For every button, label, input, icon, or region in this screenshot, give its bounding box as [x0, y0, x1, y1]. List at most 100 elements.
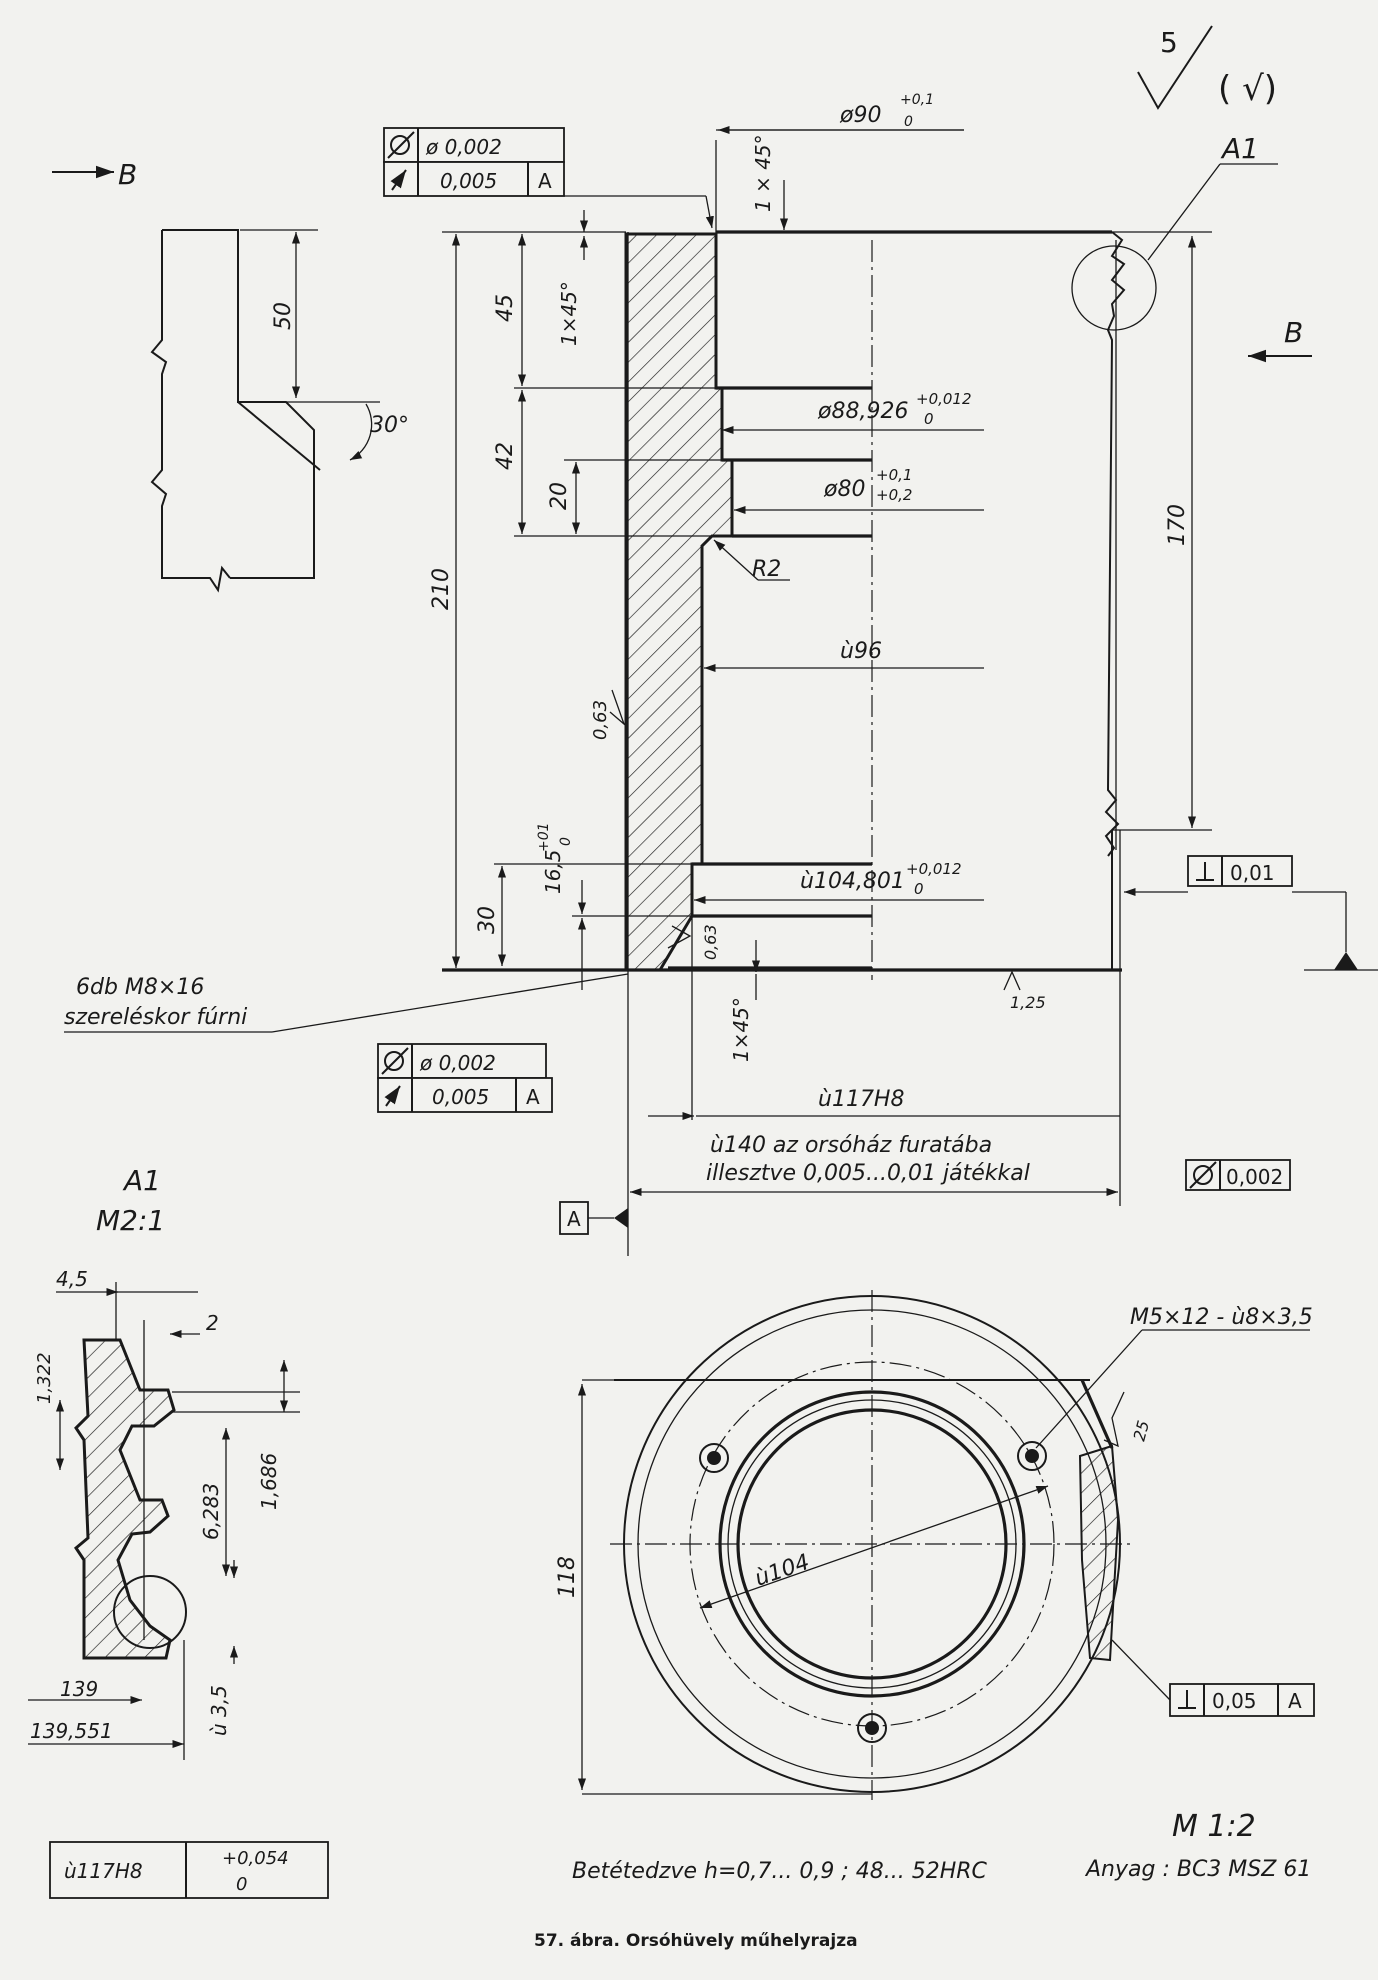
- surface-roughness-symbol: 5 ( √): [1137, 25, 1277, 110]
- svg-text:0: 0: [914, 880, 924, 898]
- detail-dim-2: 2: [206, 1311, 219, 1335]
- detail-dim-4-5: 4,5: [56, 1267, 88, 1291]
- dim-chamfer-left: 1×45°: [557, 281, 581, 346]
- svg-text:0,63: 0,63: [590, 700, 611, 740]
- svg-text:+0,2: +0,2: [876, 486, 912, 504]
- material-note: Anyag : BC3 MSZ 61: [1084, 1857, 1311, 1882]
- figure-caption: 57. ábra. Orsóhüvely műhelyrajza: [534, 1931, 858, 1951]
- svg-text:B: B: [1284, 316, 1303, 349]
- svg-text:A: A: [567, 1207, 581, 1231]
- dim-d104: ù104,801: [800, 869, 905, 894]
- svg-text:0,002: 0,002: [1226, 1165, 1283, 1189]
- dim-d140-line2: illesztve 0,005...0,01 játékkal: [706, 1161, 1030, 1186]
- detail-title: A1: [122, 1164, 161, 1197]
- svg-text:0: 0: [236, 1874, 247, 1895]
- svg-text:0,63: 0,63: [701, 924, 720, 960]
- vertical-dimensions: 210 45 42 20 30 16,5 +01 0 1×45° 170 1 ×…: [429, 134, 1197, 1062]
- svg-text:0,01: 0,01: [1230, 861, 1275, 885]
- dim-d90: ø90: [839, 103, 881, 128]
- svg-text:A: A: [526, 1085, 540, 1109]
- detail-dim-d3-5: ù 3,5: [207, 1685, 231, 1736]
- roughness-other-label: ( √): [1218, 69, 1277, 109]
- perpendicularity-icon: [1196, 862, 1214, 881]
- detail-dim-1-686: 1,686: [257, 1453, 281, 1510]
- dim-16-5: 16,5: [541, 849, 565, 894]
- cylindricity-icon: [381, 1047, 409, 1075]
- end-view: ù104 118 M5×12 - ù8×3,5 25 0,05 A: [555, 1290, 1315, 1800]
- svg-text:+0,1: +0,1: [876, 466, 912, 484]
- dim-20: 20: [547, 482, 572, 510]
- flat-hatch: [1078, 1444, 1120, 1662]
- runout-icon: [390, 169, 407, 191]
- dim-chamfer-top: 1 × 45°: [751, 134, 775, 212]
- view-dim-118: 118: [555, 1556, 580, 1598]
- svg-text:+0,1: +0,1: [900, 92, 934, 108]
- wall-section-hatch: [624, 232, 734, 972]
- tolerance-frame-perpendicular: 0,01: [1124, 855, 1347, 952]
- svg-text:+0,054: +0,054: [222, 1848, 289, 1869]
- diameter-dimensions: ø90 +0,1 0 ø88,926 +0,012 0 ø80 +0,1 +0,…: [630, 92, 1120, 1197]
- svg-text:+0,012: +0,012: [916, 390, 972, 408]
- hardening-note: Betétedzve h=0,7... 0,9 ; 48... 52HRC: [572, 1859, 988, 1884]
- thread-profile-hatch: [74, 1338, 176, 1660]
- dim-chamfer-bottom: 1×45°: [729, 997, 753, 1062]
- detail-dim-6-283: 6,283: [199, 1483, 223, 1540]
- detail-a1-view: A1 M2:1 4,5 2 1,322 1,686 6,283 ù 3,5 13…: [28, 1164, 300, 1760]
- tolerance-frame-view: 0,05 A: [1111, 1639, 1315, 1717]
- dim-r2: R2: [752, 557, 781, 582]
- perpendicularity-icon: [1178, 1690, 1196, 1709]
- cylindricity-icon: [387, 131, 415, 159]
- svg-text:+0,012: +0,012: [906, 860, 962, 878]
- tolerance-table: ù117H8 +0,054 0: [49, 1841, 329, 1899]
- detail-dim-139-551: 139,551: [30, 1719, 113, 1743]
- cylindricity-icon: [1189, 1161, 1217, 1189]
- dim-d88: ø88,926: [817, 399, 908, 424]
- svg-text:25: 25: [1130, 1418, 1154, 1443]
- dim-d140-line1: ù140 az orsóház furatába: [710, 1133, 992, 1158]
- view-dim-d104: ù104: [752, 1550, 813, 1592]
- main-section-view: [442, 230, 1378, 1256]
- hole-icon: [699, 1443, 729, 1473]
- section-b-view: 50 30°: [150, 229, 409, 593]
- drawing-scale: M 1:2: [1172, 1809, 1256, 1844]
- svg-text:B: B: [118, 158, 137, 191]
- section-b-dim-50: 50: [271, 302, 296, 330]
- detail-dim-1-322: 1,322: [34, 1352, 55, 1404]
- svg-text:+01: +01: [536, 822, 552, 852]
- section-b-angle: 30°: [370, 413, 409, 438]
- section-mark-right: B: [1248, 316, 1312, 363]
- datum-a: A: [559, 1201, 628, 1235]
- runout-icon: [384, 1085, 401, 1107]
- dim-d117: ù117H8: [818, 1087, 904, 1112]
- svg-text:0,05: 0,05: [1212, 1689, 1257, 1713]
- svg-text:A: A: [1288, 1689, 1302, 1713]
- svg-text:0,005: 0,005: [432, 1085, 489, 1109]
- roughness-marks: 0,63 0,63 1,25: [590, 689, 1046, 1012]
- detail-dim-139: 139: [60, 1677, 98, 1701]
- dim-42: 42: [493, 442, 518, 470]
- svg-text:0,005: 0,005: [440, 169, 497, 193]
- svg-text:0: 0: [558, 837, 574, 846]
- svg-text:0: 0: [924, 410, 934, 428]
- svg-text:ø 0,002: ø 0,002: [419, 1051, 496, 1075]
- hole-icon: [857, 1713, 887, 1743]
- svg-text:6db M8×16: 6db M8×16: [76, 975, 204, 1000]
- dim-170: 170: [1165, 504, 1190, 546]
- svg-text:ù117H8: ù117H8: [64, 1859, 143, 1883]
- svg-text:szereléskor fúrni: szereléskor fúrni: [64, 1005, 247, 1030]
- svg-text:ø 0,002: ø 0,002: [425, 135, 502, 159]
- roughness-main-label: 5: [1160, 26, 1178, 59]
- tolerance-frame-top: ø 0,002 0,005 A: [383, 127, 714, 229]
- dim-30: 30: [475, 906, 500, 934]
- svg-text:A1: A1: [1220, 132, 1259, 165]
- detail-ref-a1: A1: [1147, 132, 1278, 261]
- dim-45: 45: [493, 294, 518, 322]
- dim-210: 210: [429, 568, 454, 610]
- svg-text:1,25: 1,25: [1010, 993, 1046, 1012]
- tolerance-frame-cylindricity: 0,002: [1185, 1159, 1291, 1191]
- hole-note: 6db M8×16 szereléskor fúrni: [64, 973, 629, 1033]
- view-holes-note: M5×12 - ù8×3,5: [1130, 1305, 1313, 1330]
- svg-text:0: 0: [904, 114, 913, 130]
- dim-d80: ø80: [823, 477, 865, 502]
